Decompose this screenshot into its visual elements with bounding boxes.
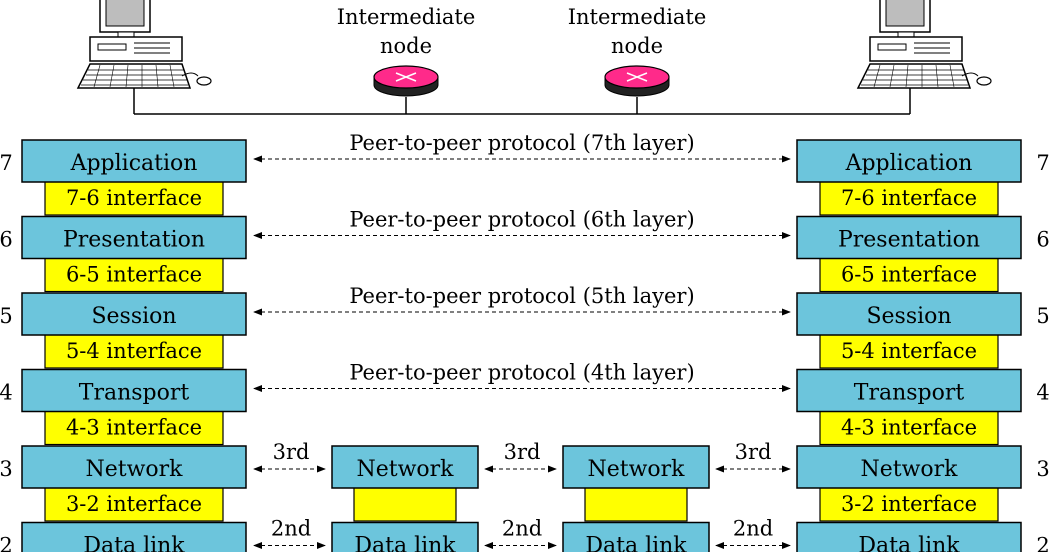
router-2-layer-network (562, 445, 710, 489)
hop-label: 3rd (735, 440, 772, 464)
left-layer-number: 7 (0, 151, 13, 175)
left-computer-icon (77, 0, 212, 89)
router-1-layer-data-link (331, 521, 479, 552)
left-interface-label: 3-2 interface (66, 492, 202, 516)
intermediate-node-1-label-line1: Intermediate (337, 5, 476, 29)
right-layer-label: Network (860, 457, 958, 482)
router-1-layer-label: Network (356, 457, 454, 482)
left-layer-label: Network (85, 457, 183, 482)
left-layer-label: Application (70, 151, 198, 176)
right-layer-label: Session (866, 304, 951, 329)
peer-protocol-label: Peer-to-peer protocol (6th layer) (349, 208, 694, 232)
right-interface-label: 7-6 interface (841, 186, 977, 210)
left-layer-network (21, 445, 247, 489)
left-layer-number: 2 (0, 534, 13, 552)
peer-protocol-label: Peer-to-peer protocol (5th layer) (349, 284, 694, 308)
left-interface-4-3-interface (44, 408, 224, 446)
hop-label: 3rd (504, 440, 541, 464)
right-layer-number: 7 (1036, 151, 1049, 175)
router-2-layer-label: Network (587, 457, 685, 482)
intermediate-node-2-router-icon (604, 65, 670, 97)
right-layer-network (796, 445, 1022, 489)
left-interface-label: 7-6 interface (66, 186, 202, 210)
right-interface-3-2-interface (819, 485, 999, 522)
left-layer-number: 4 (0, 381, 13, 405)
router-2-layer-label: Data link (585, 534, 687, 552)
left-layer-number: 3 (0, 457, 13, 481)
router-2-layer-data-link (562, 521, 710, 552)
right-layer-label: Transport (854, 381, 965, 406)
right-layer-number: 4 (1036, 381, 1049, 405)
right-layer-number: 6 (1036, 228, 1049, 252)
right-layer-session (796, 292, 1022, 336)
router-2-interface (584, 485, 688, 522)
right-layer-number: 2 (1036, 534, 1049, 552)
right-interface-label: 4-3 interface (841, 416, 977, 440)
right-interface-label: 6-5 interface (841, 263, 977, 287)
left-layer-data-link (21, 521, 247, 552)
right-layer-presentation (796, 215, 1022, 260)
peer-protocol-label: Peer-to-peer protocol (4th layer) (349, 361, 694, 385)
hop-label: 2nd (502, 517, 542, 541)
left-layer-session (21, 292, 247, 336)
right-layer-label: Application (845, 151, 973, 176)
right-layer-number: 3 (1036, 457, 1049, 481)
left-layer-number: 5 (0, 304, 13, 328)
intermediate-node-2-label-line2: node (611, 34, 663, 58)
right-layer-label: Presentation (838, 228, 980, 253)
right-interface-label: 3-2 interface (841, 492, 977, 516)
right-interface-4-3-interface (819, 408, 999, 446)
left-layer-transport (21, 368, 247, 413)
right-computer-icon (857, 0, 992, 89)
intermediate-node-2-label-line1: Intermediate (568, 5, 707, 29)
router-1-layer-network (331, 445, 479, 489)
left-interface-label: 5-4 interface (66, 339, 202, 363)
left-interface-7-6-interface (44, 179, 224, 216)
intermediate-node-1-label-line2: node (380, 34, 432, 58)
peer-protocol-label: Peer-to-peer protocol (7th layer) (349, 131, 694, 155)
left-interface-3-2-interface (44, 485, 224, 522)
left-layer-application (21, 139, 247, 183)
right-layer-transport (796, 368, 1022, 413)
right-layer-data-link (796, 521, 1022, 552)
layer-stacks: 7-6 interface 7-6 interface 6-5 interface 6… (0, 131, 1050, 552)
left-interface-label: 4-3 interface (66, 416, 202, 440)
left-layer-label: Session (91, 304, 176, 329)
left-interface-label: 6-5 interface (66, 263, 202, 287)
left-layer-label: Data link (83, 534, 185, 552)
router-1-interface (353, 485, 457, 522)
hop-label: 2nd (271, 517, 311, 541)
left-layer-label: Presentation (63, 228, 205, 253)
router-1-layer-label: Data link (354, 534, 456, 552)
left-layer-presentation (21, 215, 247, 260)
hop-label: 3rd (273, 440, 310, 464)
right-interface-7-6-interface (819, 179, 999, 216)
left-layer-label: Transport (79, 381, 190, 406)
right-layer-label: Data link (858, 534, 960, 552)
intermediate-node-1-router-icon (373, 65, 439, 97)
right-layer-application (796, 139, 1022, 183)
right-layer-number: 5 (1036, 304, 1049, 328)
hop-label: 2nd (733, 517, 773, 541)
right-interface-label: 5-4 interface (841, 339, 977, 363)
left-layer-number: 6 (0, 228, 13, 252)
